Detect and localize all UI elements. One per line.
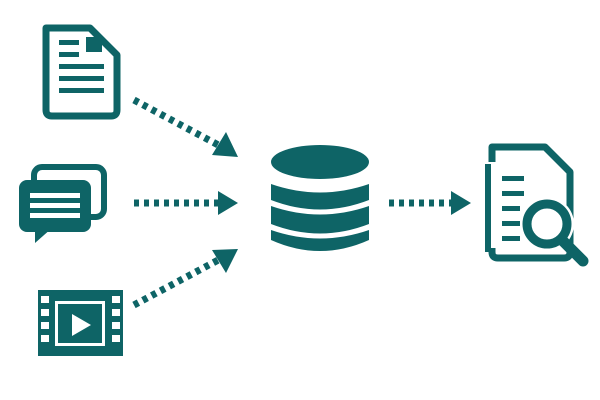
chat-bubbles-icon <box>19 164 107 243</box>
connector-chat-to-database <box>134 191 238 215</box>
document-icon <box>42 24 121 120</box>
database-icon <box>271 145 369 251</box>
connector-document-to-database <box>132 96 238 157</box>
connector-database-to-search <box>389 191 471 215</box>
connector-video-to-database <box>132 249 238 309</box>
document-search-icon <box>481 143 589 267</box>
video-film-icon <box>38 290 123 356</box>
